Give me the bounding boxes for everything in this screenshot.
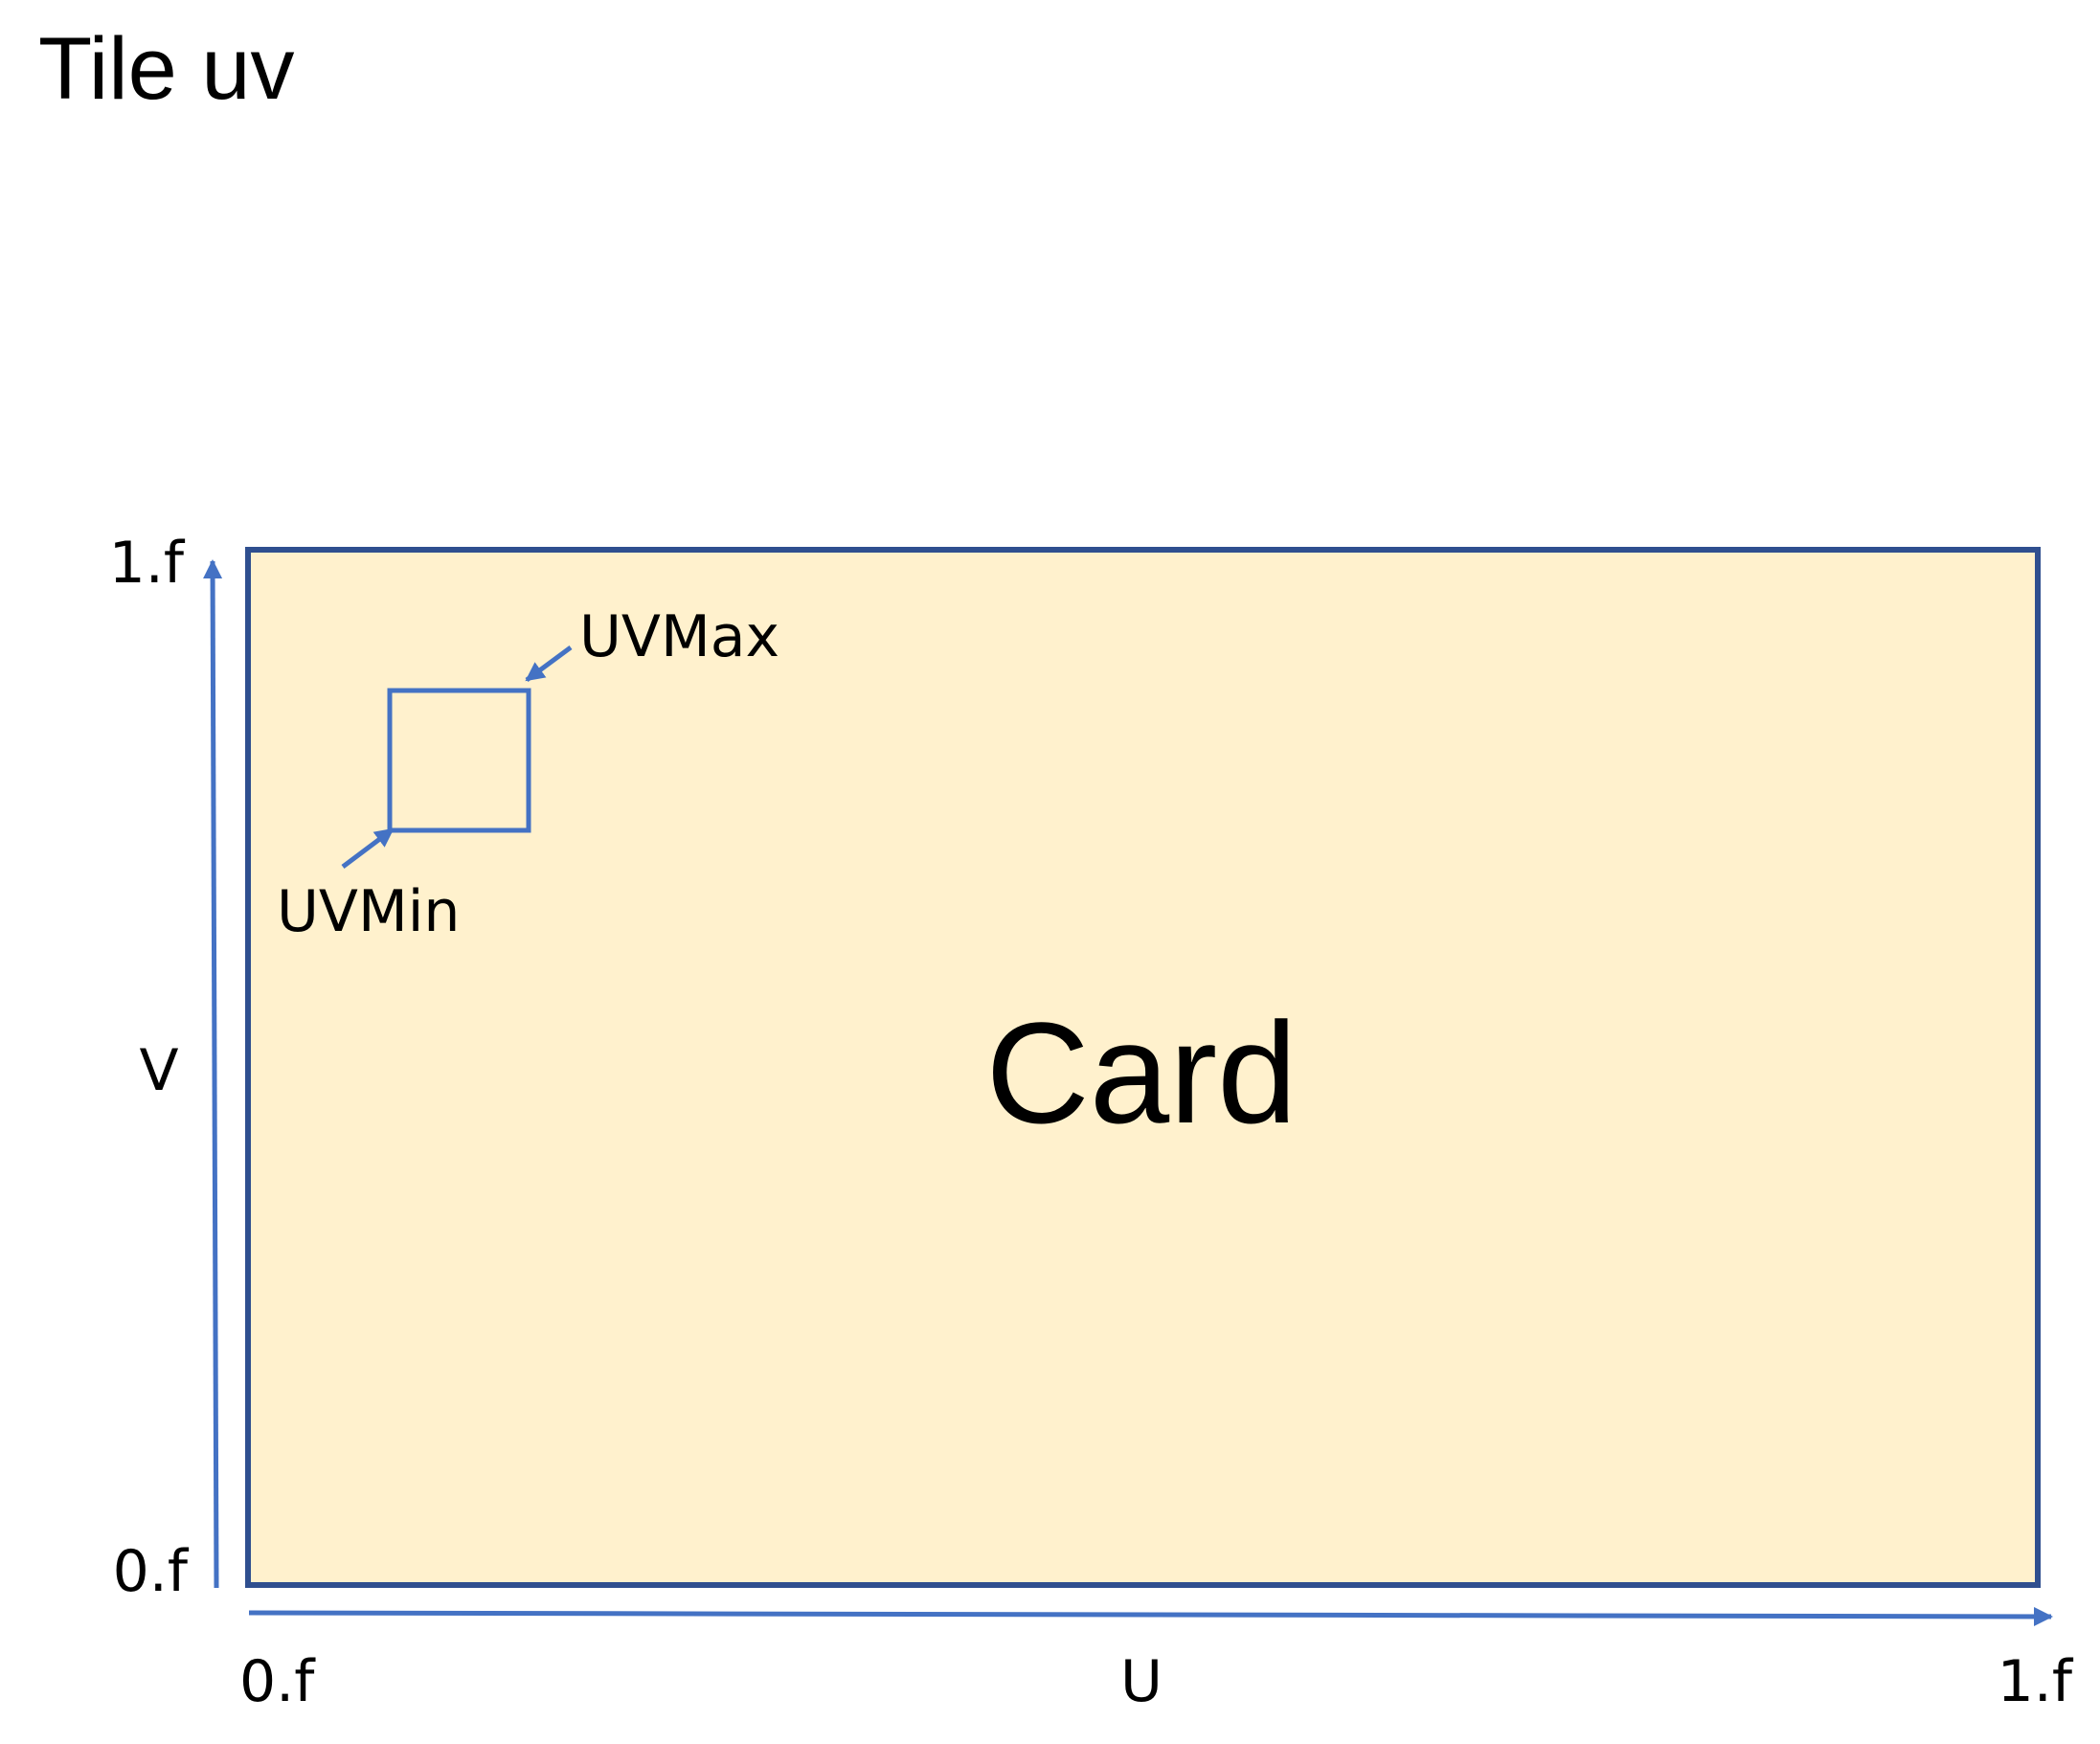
uvmax-label: UVMax <box>579 603 779 670</box>
tile-rect <box>387 688 531 833</box>
u-axis-arrow <box>248 1606 2053 1626</box>
u-axis-min-label: 0.f <box>239 1648 316 1715</box>
uvmin-label: UVMin <box>277 878 460 945</box>
uvmax-arrow <box>525 645 573 683</box>
diagram-title: Tile uv <box>38 20 295 118</box>
card-rect <box>245 547 2041 1588</box>
v-axis-max-label: 1.f <box>109 530 186 597</box>
uvmin-arrow <box>341 827 395 869</box>
u-axis-label: U <box>1120 1648 1163 1715</box>
v-axis-min-label: 0.f <box>113 1538 190 1605</box>
u-axis-max-label: 1.f <box>1998 1648 2074 1715</box>
v-axis-arrow <box>203 559 223 1589</box>
v-axis-label: V <box>139 1037 178 1104</box>
card-label: Card <box>985 992 1297 1153</box>
